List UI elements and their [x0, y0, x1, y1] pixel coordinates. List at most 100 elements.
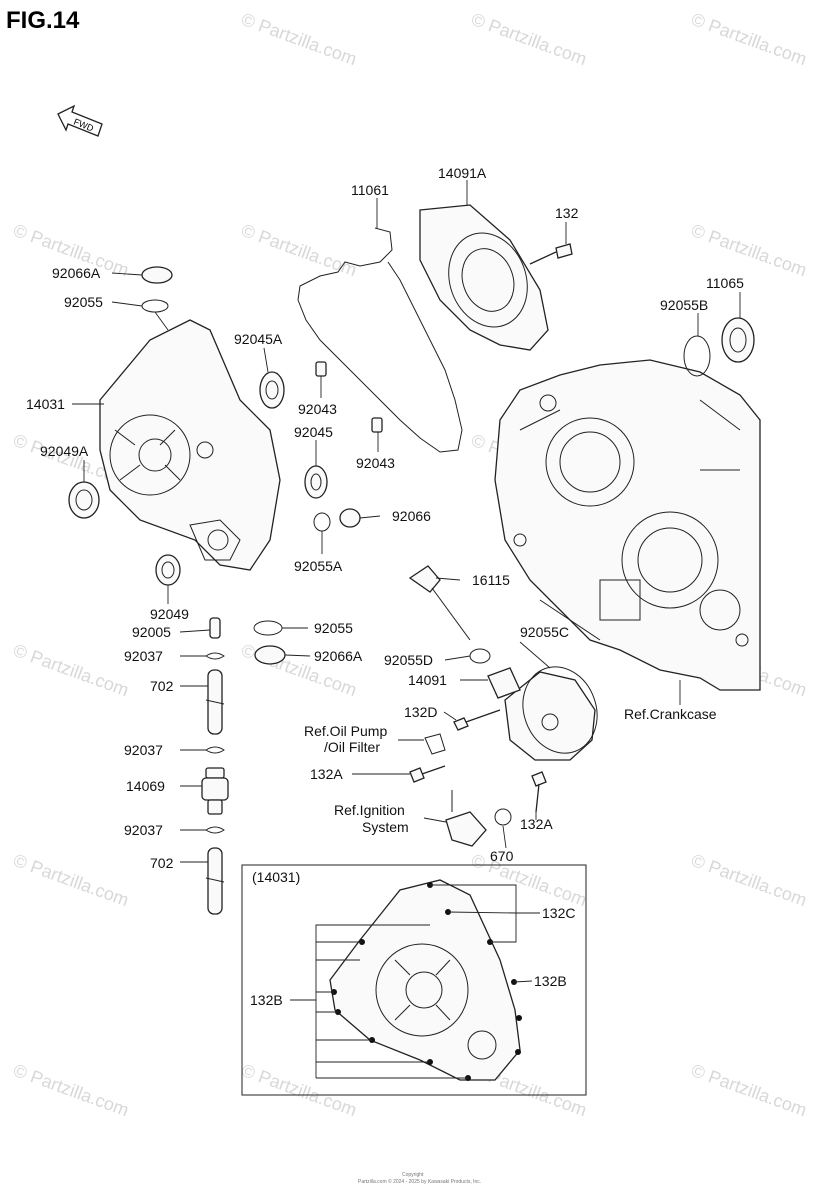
label-132c: 132C [542, 905, 575, 921]
watermark: © Partzilla.com [11, 1060, 132, 1120]
ignition-sensor-ref [445, 790, 487, 847]
label-92055d: 92055D [384, 652, 433, 668]
label-702-b: 702 [150, 855, 174, 871]
label-92055-mid: 92055 [314, 620, 353, 636]
watermark: © Partzilla.com [469, 9, 590, 69]
label-92045a: 92045A [234, 331, 283, 347]
oil-seal-11065 [721, 317, 755, 363]
oring-92055-top [141, 299, 169, 313]
oil-seal-92049 [155, 554, 181, 586]
hose-702-a [205, 669, 225, 735]
cover-14091 [504, 671, 596, 761]
label-ref-oil-filter: /Oil Filter [324, 739, 380, 755]
label-92055-top: 92055 [64, 294, 103, 310]
oil-pump-ref-part [424, 733, 446, 755]
dowel-92043-a [315, 361, 327, 377]
label-92037-c: 92037 [124, 822, 163, 838]
oring-92055-mid [253, 620, 283, 636]
label-ref-ignition-system: System [362, 819, 409, 835]
bearing-92045 [304, 465, 328, 499]
bolt-132a-b [531, 771, 547, 813]
fwd-arrow-icon: FWD [57, 104, 103, 137]
label-14091: 14091 [408, 672, 447, 688]
label-ref-oil-pump: Ref.Oil Pump [304, 723, 387, 739]
label-92043-a: 92043 [298, 401, 337, 417]
dipstick-16115 [408, 565, 471, 641]
label-132d: 132D [404, 704, 437, 720]
crankcase-ref [494, 359, 761, 691]
oring-92055c [522, 666, 598, 754]
plug-92066 [339, 508, 361, 528]
watermark: © Partzilla.com [11, 640, 132, 700]
label-14069: 14069 [126, 778, 165, 794]
label-detail-14031: (14031) [252, 869, 300, 885]
label-132b-left: 132B [250, 992, 283, 1008]
watermark: © Partzilla.com [689, 220, 810, 280]
footer-copyright: Copyright [402, 1172, 424, 1178]
watermark: © Partzilla.com [469, 850, 590, 910]
label-14031: 14031 [26, 396, 65, 412]
oring-92055d [469, 648, 491, 664]
label-16115: 16115 [472, 572, 510, 588]
bolt-132 [529, 243, 573, 265]
detail-box-14031 [241, 864, 587, 1096]
label-92066: 92066 [392, 508, 431, 524]
dowel-92043-b [371, 417, 383, 433]
label-132a-b: 132A [520, 816, 553, 832]
label-132b-right: 132B [534, 973, 567, 989]
pipe-14091 [487, 667, 521, 699]
fwd-label: FWD [72, 117, 95, 134]
label-92049: 92049 [150, 606, 189, 622]
label-92045: 92045 [294, 424, 333, 440]
label-92037-b: 92037 [124, 742, 163, 758]
label-670: 670 [490, 848, 514, 864]
watermark: © Partzilla.com [689, 9, 810, 69]
label-702-a: 702 [150, 678, 174, 694]
label-132: 132 [555, 205, 579, 221]
footer-credit: Partzilla.com © 2024 - 2025 by Kawasaki … [358, 1178, 481, 1185]
part-labels: 11061 14091A 132 92066A 92055 11065 9205… [26, 165, 744, 1008]
cover-14031 [99, 319, 281, 571]
figure-title: FIG.14 [6, 7, 80, 34]
plug-92066a-mid [254, 645, 286, 665]
label-92049a: 92049A [40, 443, 89, 459]
watermark: © Partzilla.com [239, 9, 360, 69]
label-132a-a: 132A [310, 766, 343, 782]
bolt-132a-a [409, 765, 446, 783]
label-ref-crankcase: Ref.Crankcase [624, 706, 717, 722]
clamp-92037-c [205, 826, 225, 834]
hose-702-b [205, 847, 225, 915]
clamp-92037-b [205, 746, 225, 754]
label-92037-a: 92037 [124, 648, 163, 664]
watermark: © Partzilla.com [689, 850, 810, 910]
outer-cover-14091a [419, 204, 549, 351]
bolt-132d [453, 709, 501, 731]
label-11061: 11061 [351, 182, 389, 198]
label-92066a-mid: 92066A [314, 648, 363, 664]
watermark: © Partzilla.com [689, 1060, 810, 1120]
oil-seal-92049a [68, 481, 100, 519]
watermark: © Partzilla.com [239, 1060, 360, 1120]
gasket-11061 [297, 227, 463, 453]
label-92055a: 92055A [294, 558, 343, 574]
label-11065: 11065 [706, 275, 744, 291]
label-92005: 92005 [132, 624, 171, 640]
label-92055b: 92055B [660, 297, 708, 313]
watermark: © Partzilla.com [239, 220, 360, 280]
watermark: © Partzilla.com [11, 850, 132, 910]
oring-92055a [313, 512, 331, 532]
clamp-92037-a [205, 652, 225, 660]
pipe-92005 [209, 617, 221, 639]
label-ref-ignition: Ref.Ignition [334, 802, 405, 818]
oring-670 [494, 808, 512, 826]
label-92066a-top: 92066A [52, 265, 101, 281]
oring-92055b [683, 335, 711, 377]
label-92055c: 92055C [520, 624, 569, 640]
label-92043-b: 92043 [356, 455, 395, 471]
label-14091a: 14091A [438, 165, 487, 181]
leader-lines [72, 180, 741, 1079]
plug-92066a-top [141, 266, 173, 284]
filter-14069 [201, 767, 229, 815]
bearing-92045a [259, 371, 285, 409]
